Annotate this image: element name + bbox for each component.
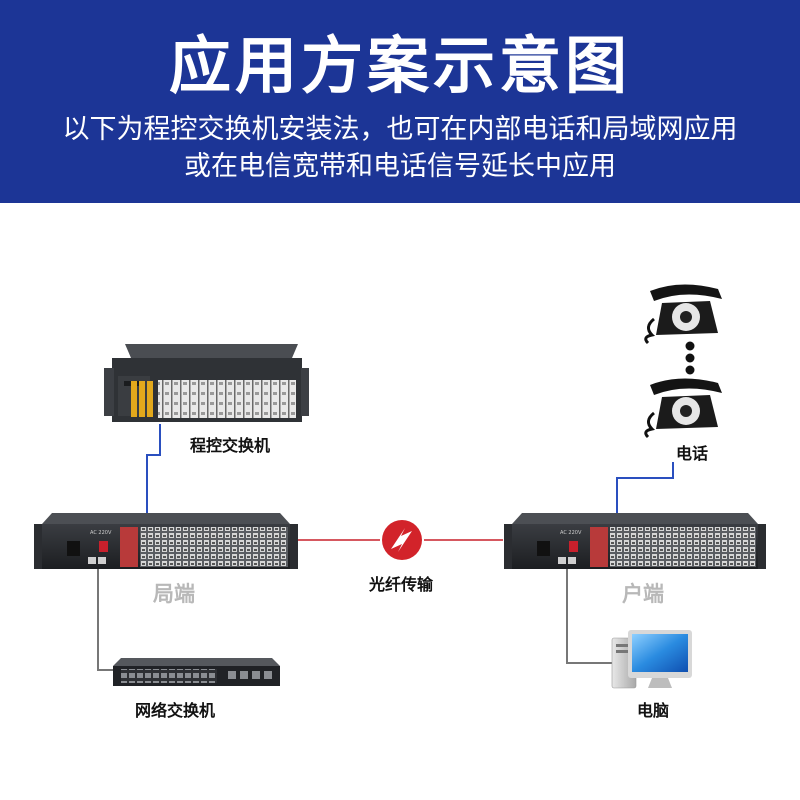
fiber-label: 光纤传输: [369, 571, 433, 595]
central-end-label: 局端: [153, 578, 195, 608]
user-end-label: 户端: [622, 578, 664, 608]
pbx-to-central-line: [147, 424, 160, 525]
central-power-label: AC 220V: [90, 530, 112, 536]
phone-icon-top: [646, 284, 722, 343]
central-to-switch-line: [98, 568, 113, 670]
pbx-label: 程控交换机: [190, 432, 270, 456]
network-switch-label: 网络交换机: [135, 697, 215, 721]
fiber-transmission-icon: [382, 520, 422, 560]
computer-icon: [612, 630, 692, 688]
user-power-label: AC 220V: [560, 530, 582, 536]
user-to-pc-line: [567, 568, 612, 663]
phone-icon-bottom: [646, 378, 722, 437]
user-end-device-icon: AC 220V: [504, 513, 766, 569]
network-switch-icon: [113, 658, 280, 686]
phone-label: 电话: [676, 440, 708, 464]
pbx-icon: [104, 344, 309, 422]
central-end-device-icon: AC 220V: [34, 513, 298, 569]
computer-label: 电脑: [637, 697, 669, 721]
ellipsis-dots: [686, 342, 695, 375]
